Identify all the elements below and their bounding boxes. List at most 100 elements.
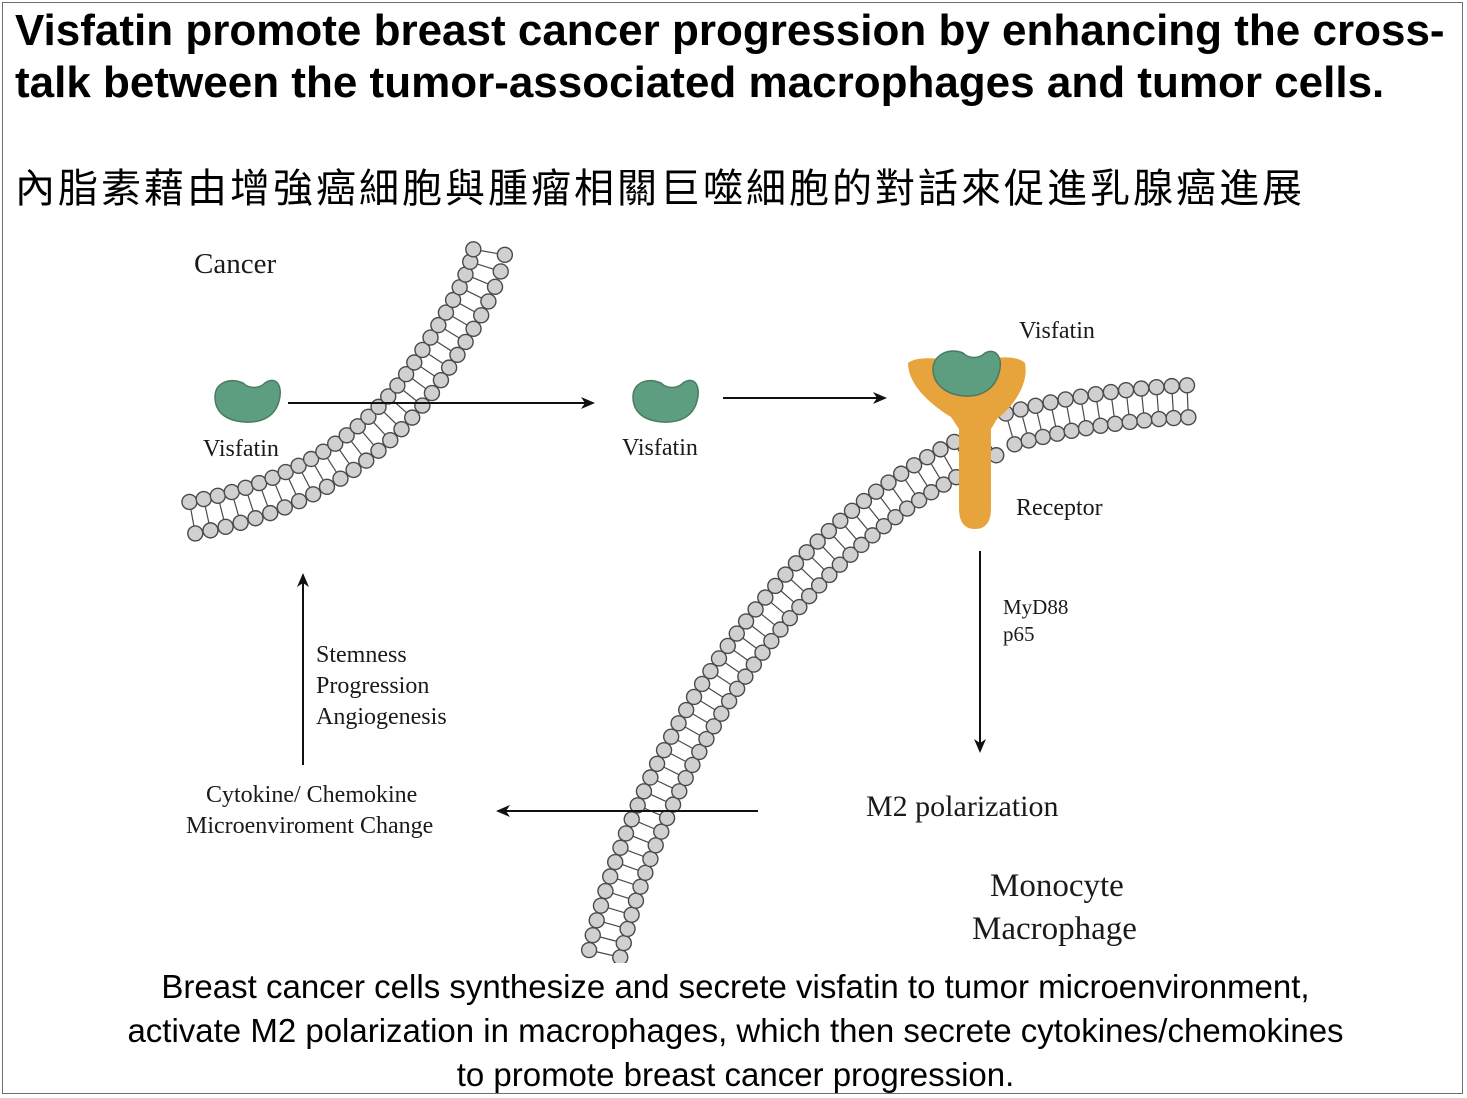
lipid-head	[202, 522, 219, 539]
label-cytokine-chemokine: Cytokine/ Chemokine	[206, 782, 417, 808]
lipid-head	[763, 632, 780, 650]
label-receptor: Receptor	[1016, 495, 1103, 521]
lipid-head	[449, 346, 466, 364]
lipid-head	[389, 377, 406, 394]
lipid-tail	[1021, 416, 1028, 434]
lipid-tail	[436, 341, 452, 352]
lipid-tail	[420, 366, 436, 377]
lipid-tail	[612, 892, 629, 900]
lipid-tail	[1171, 393, 1174, 411]
lipid-tail	[301, 472, 311, 488]
lipid-head	[472, 307, 490, 324]
lipid-head	[1077, 420, 1095, 437]
title-english: Visfatin promote breast cancer progressi…	[15, 6, 1445, 107]
lipid-head	[414, 341, 431, 359]
lipid-head	[702, 662, 719, 680]
lipid-tail	[1126, 397, 1130, 415]
lipid-head	[1034, 428, 1052, 446]
lipid-head	[693, 675, 711, 693]
lipid-head	[486, 278, 504, 296]
lipid-head	[1042, 394, 1059, 411]
lipid-head	[1180, 409, 1197, 426]
lipid-head	[698, 730, 715, 748]
lipid-tail	[603, 921, 621, 928]
lipid-tail	[233, 499, 240, 516]
lipid-head	[1048, 425, 1066, 442]
lipid-head	[187, 525, 204, 542]
lipid-head	[349, 418, 366, 435]
lipid-head	[1165, 409, 1182, 427]
lipid-head	[670, 715, 687, 732]
lipid-head	[754, 644, 771, 661]
lipid-tail	[459, 303, 475, 313]
lipid-head	[1133, 380, 1150, 397]
lipid-tail	[751, 625, 766, 637]
lipid-head	[338, 427, 355, 444]
lipid-head	[1006, 436, 1023, 453]
title-chinese: 內脂素藉由增強癌細胞與腫瘤相關巨噬細胞的對話來促進乳腺癌進展	[15, 166, 1305, 212]
lipid-tail	[362, 431, 375, 446]
lipid-head	[1148, 378, 1165, 396]
lipid-head	[684, 756, 701, 774]
lipid-tail	[350, 440, 363, 456]
lipid-head	[710, 650, 728, 667]
lipid-head	[737, 613, 755, 630]
lipid-head	[315, 443, 332, 460]
lipid-head	[1106, 415, 1124, 432]
lipid-head	[772, 621, 789, 638]
lipid-head	[842, 546, 859, 563]
lipid-head	[597, 882, 614, 900]
lipid-head	[318, 478, 336, 495]
lipid-head	[480, 293, 497, 310]
lipid-head	[345, 461, 362, 479]
lipid-tail	[663, 766, 680, 776]
lipid-tail	[204, 506, 210, 524]
macrophage-membrane-right	[997, 377, 1197, 453]
lipid-head	[898, 500, 916, 517]
figure-caption: Breast cancer cells synthesize and secre…	[23, 965, 1448, 1093]
lipid-head	[653, 823, 670, 840]
lipid-head	[918, 448, 936, 466]
lipid-tail	[692, 713, 708, 723]
lipid-head	[677, 769, 694, 787]
lipid-head	[662, 728, 680, 745]
lipid-head	[223, 483, 240, 501]
lipid-tail	[716, 674, 732, 686]
lipid-tail	[904, 479, 916, 495]
lipid-head	[642, 850, 659, 868]
lipid-head	[262, 504, 279, 522]
lipid-tail	[383, 411, 397, 425]
lipid-tail	[274, 484, 283, 501]
lipid-head	[440, 359, 458, 376]
lipid-head	[217, 518, 234, 536]
label-p65: p65	[1003, 622, 1035, 646]
lipid-head	[1178, 377, 1196, 394]
lipid-head	[809, 533, 826, 550]
lipid-tail	[373, 421, 386, 436]
lipid-head	[671, 783, 688, 800]
lipid-head	[1150, 410, 1168, 428]
lipid-head	[290, 457, 307, 475]
lipid-head	[647, 837, 664, 854]
label-myd88: MyD88	[1003, 595, 1068, 619]
lipid-head	[728, 680, 746, 698]
lipid-tail	[1007, 420, 1014, 438]
lipid-head	[1092, 417, 1109, 435]
lipid-head	[728, 625, 746, 642]
lipid-head	[1117, 381, 1135, 399]
lipid-head	[791, 598, 808, 616]
lipid-head	[875, 517, 893, 535]
label-monocyte: Monocyte	[990, 868, 1124, 904]
lipid-head	[588, 912, 605, 929]
lipid-head	[422, 329, 439, 346]
lipid-head	[935, 476, 952, 493]
lipid-tail	[700, 700, 716, 711]
lipid-head	[1136, 412, 1153, 429]
lipid-head	[757, 589, 774, 606]
lipid-tail	[677, 739, 694, 749]
lipid-tail	[1141, 395, 1145, 413]
lipid-tail	[632, 835, 649, 844]
lipid-head	[617, 825, 635, 842]
lipid-head	[247, 510, 264, 527]
lipid-head	[787, 555, 805, 572]
